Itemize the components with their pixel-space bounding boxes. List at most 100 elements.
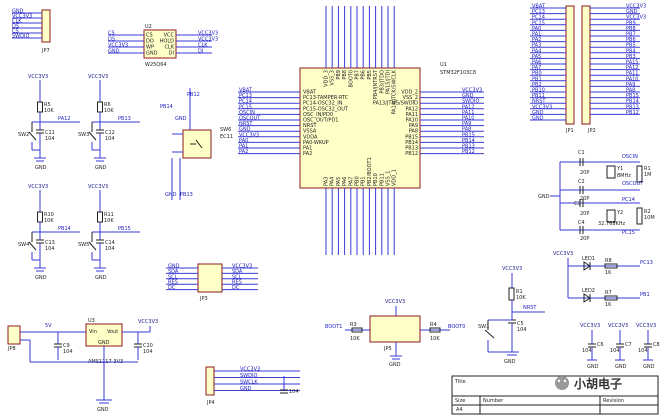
y1-val: 8MHz xyxy=(617,173,631,179)
u2-ref: U2 xyxy=(145,24,152,30)
key-net: PB14 xyxy=(58,226,71,232)
decoup-gnd-label: GND xyxy=(615,364,627,370)
u1-net-label: PA11 xyxy=(462,110,474,116)
u1-pin-name: BOOT0 xyxy=(348,70,354,87)
sw6-net: PB12 xyxy=(187,92,200,98)
jp7-pin-label: VCC3V3 xyxy=(12,14,32,20)
u1-pin-name: VSS_2 xyxy=(403,95,418,101)
u1-net-label: PC15 xyxy=(239,104,252,110)
osc-n4: PC15 xyxy=(622,230,635,236)
ldo-vin: Vin xyxy=(89,329,97,335)
key-switch xyxy=(28,131,37,141)
decoup-val: 104 xyxy=(610,348,620,354)
jp3-net-label: GND xyxy=(168,264,180,270)
sw6-ref: SW6 xyxy=(220,127,231,133)
u1-pin-name: PB11 xyxy=(379,173,385,186)
jp1-ref: JP1 xyxy=(565,128,574,134)
sw6-net: GND xyxy=(175,116,187,122)
jp1-net-label: PB2 xyxy=(532,82,542,88)
u1-pin-name: VSSA xyxy=(303,129,317,135)
jp1-net-label: GND xyxy=(532,110,544,116)
jp2-net-label: PA10 xyxy=(626,76,638,82)
u1-net-label: PA0 xyxy=(239,138,248,144)
key-c-val: 104 xyxy=(105,246,115,252)
u1-pin-name: PA15/JTDI xyxy=(386,70,392,94)
u1-net-label: VBAT xyxy=(239,88,253,94)
key-resistor xyxy=(97,211,103,223)
jp1-net-label: PC15 xyxy=(532,20,545,26)
key-r-ref: R5 xyxy=(44,102,51,108)
boot-ref: JP5 xyxy=(383,346,392,352)
reset-vcc: VCC3V3 xyxy=(502,266,522,272)
jp4-net-label: SWDIO xyxy=(240,373,257,379)
key-c-ref: C14 xyxy=(105,240,115,246)
key-c-val: 104 xyxy=(45,246,55,252)
u2-pin-name: DO xyxy=(146,39,154,45)
u1-net-label: NRST xyxy=(239,121,253,127)
c10-val: 104 xyxy=(143,349,153,355)
watermark-text: 小胡电子 xyxy=(574,376,622,391)
key-sw-ref: SW3 xyxy=(78,132,89,138)
tb-size: Size xyxy=(455,398,465,404)
u1-net-label: PC13 xyxy=(239,93,252,99)
u1-pin-name: PC14-OSC32_IN xyxy=(303,101,343,107)
key-circuits: VCC3V3R510KPA12C11104SW2GNDVCC3V3R610KPB… xyxy=(18,74,140,281)
sw6-part: EC11 xyxy=(220,134,233,140)
tb-revision: Revision xyxy=(603,398,624,404)
u1-net-label: PA10 xyxy=(462,116,474,122)
jp2-net-label: PA11 xyxy=(626,71,638,77)
u1-pin-name: VDDA xyxy=(303,134,318,140)
osc-n3: PC14 xyxy=(622,197,635,203)
u1-pin-name: PA14/JTCK/SWCLK xyxy=(392,69,398,114)
reset-net: NRST xyxy=(523,305,537,311)
u1-net-label: PA1 xyxy=(239,144,248,150)
u1-pin-name: PB0 xyxy=(355,176,361,186)
u1-pin-name: PA4 xyxy=(330,177,336,186)
jp1-net-label: PA4 xyxy=(532,48,541,54)
ldo-gnd-pin: GND xyxy=(98,340,110,346)
boot-n1: BOOT1 xyxy=(325,324,342,330)
jp2-ref: JP2 xyxy=(587,128,596,134)
osc-n1: OSCIN xyxy=(622,154,638,160)
u1-pin-name: OSC_IN/PD0 xyxy=(303,112,333,118)
u1-pin-name: PB5 xyxy=(367,70,373,80)
jp3-net-label: DC xyxy=(168,285,176,291)
u1-pin-name: PB7 xyxy=(355,70,361,80)
jp1-net-label: VCC3V3 xyxy=(532,104,552,110)
jp2-net-label: PB5 xyxy=(626,43,636,49)
boot-vcc: VCC3V3 xyxy=(385,299,405,305)
c3-val: 20P xyxy=(580,211,589,217)
u1-pin-name: PB13 xyxy=(405,146,418,152)
u1-pin-name: VSS_1 xyxy=(386,171,392,186)
jp2-net-label: GND xyxy=(626,9,638,15)
u1-part: STM32F103C8 xyxy=(440,70,476,76)
jp2-net-label: PB12 xyxy=(626,110,639,116)
led-r2v: 1K xyxy=(605,302,612,308)
u1-net-label: PA12 xyxy=(462,104,474,110)
u2-pin-name: CS xyxy=(146,33,153,39)
u1-pin-name: NRST xyxy=(303,123,317,129)
key-resistor xyxy=(37,101,43,113)
osc-r2: R2 xyxy=(644,209,651,215)
tb-number: Number xyxy=(483,398,504,404)
jp2-net-label: PA12 xyxy=(626,65,638,71)
u1-pin-name: PB3/JTDO xyxy=(379,70,385,94)
boot-circuit: VCC3V3 JP5 10K R3 BOOT1 10K R4 BOOT0 GND xyxy=(325,299,465,368)
c10-ref: C10 xyxy=(143,343,153,349)
jp1-net-label: PA6 xyxy=(532,60,541,66)
u1-pin-name: PA0-WKUP xyxy=(303,140,329,146)
c4-ref: C4 xyxy=(578,220,585,226)
jp2-net-label: PB15 xyxy=(626,93,639,99)
u1-pin-name: OSC_OUT/PD1 xyxy=(303,118,338,124)
jp1-net-label: PB10 xyxy=(532,88,545,94)
u1-mcu: U1 STM32F103C8 VBATVBATPC13-TAMPER-RTCPC… xyxy=(238,6,484,255)
reset-gnd: GND xyxy=(504,359,516,365)
key-sw-ref: SW5 xyxy=(78,242,89,248)
led-n2: PB1 xyxy=(640,292,650,298)
u2-pin-name: VCC xyxy=(164,33,175,39)
key-c-val: 104 xyxy=(45,136,55,142)
jp3-net-label: RES xyxy=(168,280,178,286)
decoup-vcc: VCC3V3 xyxy=(636,323,656,329)
u1-pin-name: VDD_1 xyxy=(392,169,398,186)
